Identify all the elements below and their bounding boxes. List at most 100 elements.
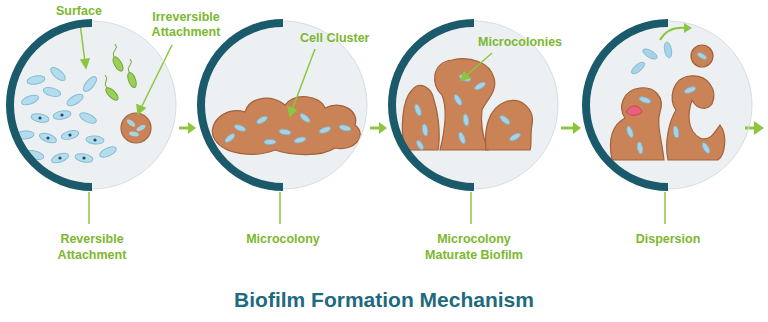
bacterium xyxy=(104,86,120,102)
stage-arrow xyxy=(561,122,581,134)
trailing-arrow xyxy=(745,121,764,135)
circle-rim xyxy=(668,21,752,189)
microcolony-blobs xyxy=(402,59,532,150)
nucleus-dot xyxy=(93,138,96,141)
bacterium xyxy=(638,96,651,105)
colony-blob xyxy=(667,76,725,160)
leader-head xyxy=(288,107,296,116)
bacterium xyxy=(65,92,85,108)
surface-arc xyxy=(586,23,668,187)
bacterium xyxy=(415,139,424,150)
arrow-shaft xyxy=(561,127,575,130)
circle-grounds xyxy=(8,21,752,189)
bacterium xyxy=(294,136,307,144)
bacterium xyxy=(626,125,635,138)
bacterium xyxy=(509,132,522,143)
surface-arc xyxy=(392,23,474,187)
callout-label: Surface xyxy=(56,4,102,19)
bacterium xyxy=(74,152,93,163)
bacterium xyxy=(126,118,136,128)
bacterium xyxy=(299,112,312,124)
bacterium xyxy=(636,142,643,155)
circle-ground xyxy=(199,21,367,189)
stage-circle: Dispersion xyxy=(582,19,754,191)
colony-bacteria xyxy=(414,74,522,151)
leader-line xyxy=(292,49,315,110)
leader-line xyxy=(80,23,85,62)
bacterium xyxy=(453,94,464,107)
bacterium xyxy=(458,131,467,144)
bacterium xyxy=(78,111,98,126)
release-site xyxy=(626,106,642,115)
bacterium xyxy=(52,109,71,120)
leader-head xyxy=(461,72,470,80)
bacterium xyxy=(641,47,658,61)
bracket-line xyxy=(664,192,666,224)
circle-rim xyxy=(92,21,176,189)
leader-line xyxy=(466,53,492,76)
circle-ground xyxy=(584,21,752,189)
bacterium xyxy=(26,74,45,85)
colony-blob xyxy=(691,45,713,67)
bacterium xyxy=(318,126,331,135)
bacterium xyxy=(264,139,276,144)
callout-label: Cell Cluster xyxy=(300,31,369,46)
colony-blob xyxy=(611,88,664,160)
bacterium xyxy=(630,60,647,76)
stage-label: Dispersion xyxy=(608,231,728,247)
nucleus-dot xyxy=(46,136,49,139)
arrow-head xyxy=(379,122,387,134)
diagram-title: Biofilm Formation Mechanism xyxy=(0,287,768,313)
flagellum xyxy=(113,44,116,57)
attached-colony xyxy=(121,113,151,143)
flagellum xyxy=(105,75,107,88)
colony-blob xyxy=(121,113,151,143)
nucleus-dot xyxy=(82,156,85,159)
bacterium xyxy=(20,93,40,107)
stage-arrow xyxy=(370,122,387,134)
bacterium xyxy=(421,124,428,137)
stage-arrow xyxy=(179,122,196,134)
bacterium xyxy=(462,114,469,127)
bacterium xyxy=(60,129,79,141)
stage-label: Microcolony Maturate Biofilm xyxy=(414,231,534,263)
flagellum xyxy=(128,59,131,72)
bacterium xyxy=(339,124,352,132)
leader-line xyxy=(141,45,172,108)
leader-head xyxy=(137,105,145,114)
stage-circle: Reversible Attachment xyxy=(6,19,178,191)
callout-label: Irreversible Attachment xyxy=(140,10,232,40)
arrow-head xyxy=(754,121,764,135)
bacterium xyxy=(129,131,140,137)
circle-ground xyxy=(8,21,176,189)
bacterium xyxy=(50,151,70,165)
bacterium xyxy=(474,81,487,92)
colony-blob xyxy=(402,85,439,150)
bacterium xyxy=(499,114,512,126)
bacterium xyxy=(86,135,105,145)
bacterium xyxy=(697,52,708,61)
stage-label: Microcolony xyxy=(223,231,343,247)
bracket-line xyxy=(88,192,90,224)
bacterium xyxy=(701,142,712,155)
dispersion-blobs xyxy=(611,45,725,160)
circle-rim xyxy=(283,21,367,189)
bacterium xyxy=(81,75,99,94)
nucleus-dot xyxy=(38,116,41,119)
circle-outline xyxy=(582,19,754,191)
bacterium xyxy=(126,71,138,88)
bacterium xyxy=(98,145,118,160)
bracket-line xyxy=(470,192,472,224)
bracket-lines xyxy=(89,192,665,224)
cluster-bacteria xyxy=(224,112,352,144)
dispersing-bacteria xyxy=(626,42,712,155)
arrow-head xyxy=(573,122,581,134)
callout-label: Microcolonies xyxy=(478,35,562,50)
bracket-line xyxy=(279,192,281,224)
leader-head xyxy=(81,59,89,68)
surface-arc xyxy=(10,23,92,187)
surface-arc xyxy=(201,23,283,187)
bacterium xyxy=(279,128,292,135)
